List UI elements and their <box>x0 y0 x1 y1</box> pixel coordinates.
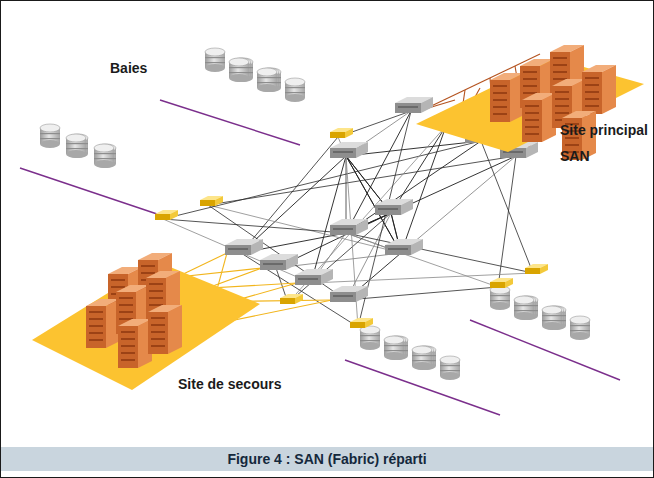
figure-caption: Figure 4 : SAN (Fabric) réparti <box>1 447 653 471</box>
text-label: Baies <box>110 60 147 76</box>
site-platform: Site de secours <box>28 240 273 405</box>
site-platform: Site principal <box>412 28 648 156</box>
fabric-links <box>20 54 620 415</box>
site-label: Site principal <box>560 122 648 138</box>
disk-arrays <box>40 48 590 380</box>
text-label: SAN <box>560 148 590 164</box>
caption-bar: Figure 4 : SAN (Fabric) réparti <box>1 447 653 471</box>
site-label: Site de secours <box>178 376 282 392</box>
